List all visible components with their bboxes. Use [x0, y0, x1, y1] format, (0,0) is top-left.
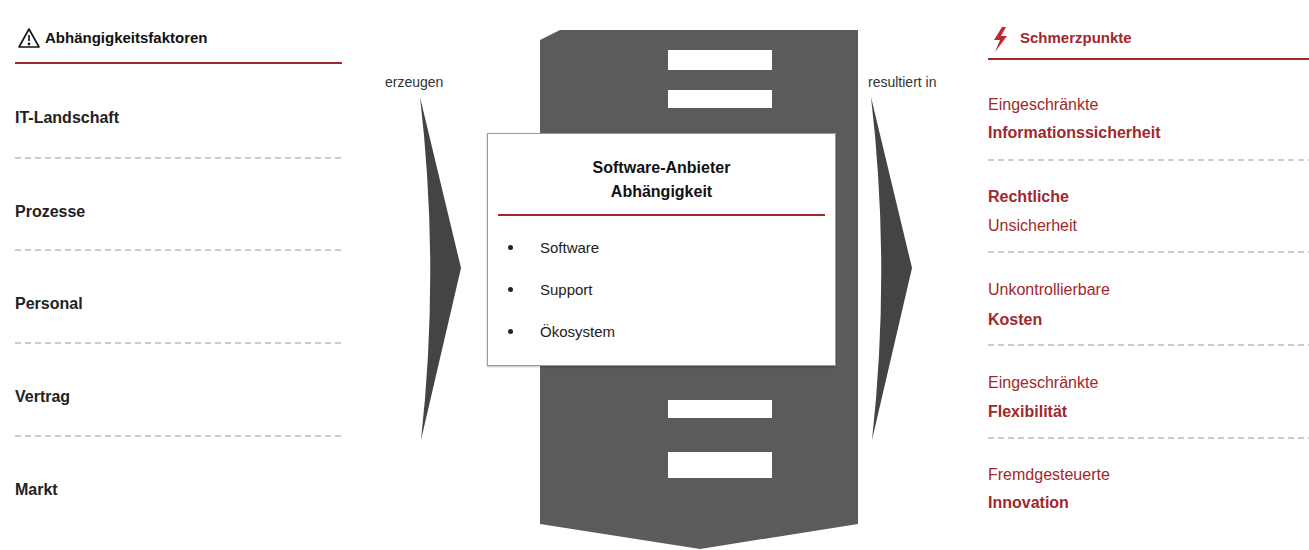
dependency-box: Software-Anbieter AbhängigkeitSoftwareSu…: [487, 133, 836, 366]
bullet-row: Support: [508, 278, 835, 300]
bullet-text: Support: [540, 281, 593, 298]
separator-lines: [15, 158, 345, 436]
pain-point-text: Informationssicherheit: [988, 123, 1160, 142]
factor-item: Vertrag: [15, 387, 70, 406]
pain-point-text: Fremdgesteuerte: [988, 465, 1110, 484]
header-rule: [988, 58, 1309, 60]
lightning-icon: [994, 27, 1007, 52]
bullet-text: Ökosystem: [540, 323, 615, 340]
pain-point-text: Unkontrollierbare: [988, 280, 1110, 299]
pain-point-text: Eingeschränkte: [988, 373, 1098, 392]
pain-point-text: Rechtliche: [988, 187, 1069, 206]
flow-label: erzeugen: [385, 74, 443, 91]
pain-point-text: Flexibilität: [988, 402, 1067, 421]
header-rule: [15, 62, 342, 64]
bullet-text: Software: [540, 239, 599, 256]
bullet-dot: [508, 287, 513, 292]
factor-item: IT-Landschaft: [15, 108, 119, 127]
separator-lines: [988, 160, 1309, 438]
column-header: Abhängigkeitsfaktoren: [45, 29, 208, 47]
pain-point-text: Unsicherheit: [988, 216, 1077, 235]
bullet-dot: [508, 329, 513, 334]
factor-item: Personal: [15, 294, 83, 313]
flow-chevron: [871, 97, 912, 440]
factor-item: Markt: [15, 480, 58, 499]
pain-point-text: Eingeschränkte: [988, 95, 1098, 114]
flow-chevron: [420, 97, 461, 440]
pain-point-text: Innovation: [988, 493, 1069, 512]
bullet-row: Software: [508, 236, 835, 258]
factor-item: Prozesse: [15, 202, 85, 221]
column-header: Schmerzpunkte: [1020, 29, 1132, 47]
warning-icon: [19, 29, 39, 47]
bullet-row: Ökosystem: [508, 320, 835, 342]
pain-point-text: Kosten: [988, 310, 1042, 329]
flow-label: resultiert in: [868, 74, 936, 91]
bullet-dot: [508, 245, 513, 250]
box-heading: Software-Anbieter Abhängigkeit: [498, 156, 825, 216]
